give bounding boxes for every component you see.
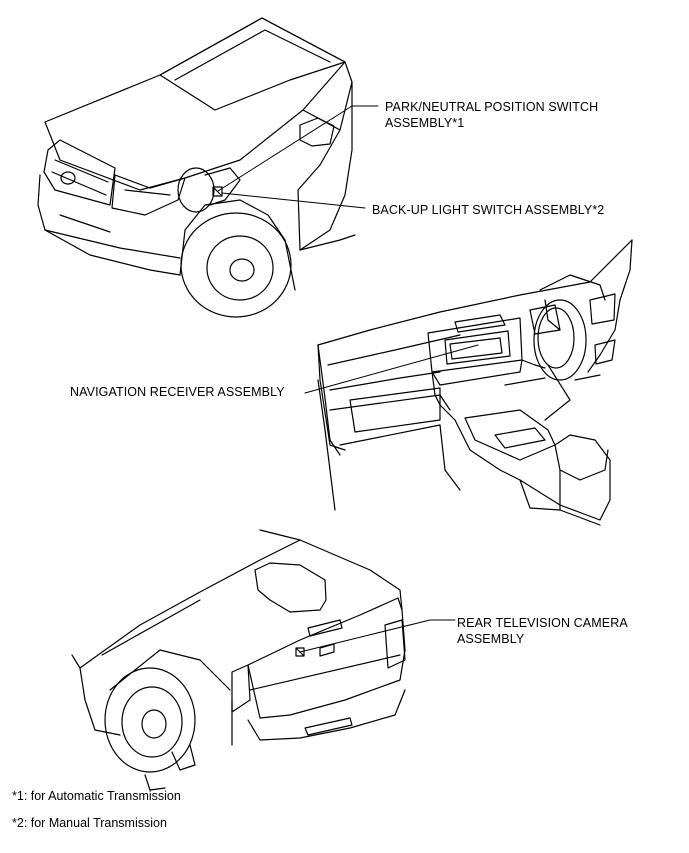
- footnote-automatic: *1: for Automatic Transmission: [12, 789, 181, 803]
- callout-park-neutral-switch: PARK/NEUTRAL POSITION SWITCH ASSEMBLY*1: [385, 99, 598, 131]
- callout-rear-camera-line1: REAR TELEVISION CAMERA: [457, 616, 628, 630]
- callout-park-neutral-line1: PARK/NEUTRAL POSITION SWITCH: [385, 100, 599, 114]
- callout-backup-light-line1: BACK-UP LIGHT SWITCH ASSEMBLY*2: [372, 203, 605, 217]
- leader-backup-light: [221, 192, 366, 209]
- leader-navigation: [304, 344, 479, 394]
- callout-rear-television-camera: REAR TELEVISION CAMERA ASSEMBLY: [457, 615, 628, 647]
- dashboard-drawing: [317, 239, 633, 526]
- callout-rear-camera-line2: ASSEMBLY: [457, 632, 525, 646]
- callout-navigation-receiver: NAVIGATION RECEIVER ASSEMBLY: [70, 384, 285, 400]
- rear-vehicle-drawing: [71, 529, 406, 791]
- callout-backup-light-switch: BACK-UP LIGHT SWITCH ASSEMBLY*2: [372, 202, 604, 218]
- callout-navigation-line1: NAVIGATION RECEIVER ASSEMBLY: [70, 385, 285, 399]
- footnote-manual: *2: for Manual Transmission: [12, 816, 167, 830]
- leader-rear-camera: [299, 619, 456, 653]
- leader-lines: [217, 105, 479, 653]
- leader-park-neutral: [217, 105, 379, 192]
- front-vehicle-drawing: [37, 17, 356, 318]
- callout-park-neutral-line2: ASSEMBLY*1: [385, 116, 465, 130]
